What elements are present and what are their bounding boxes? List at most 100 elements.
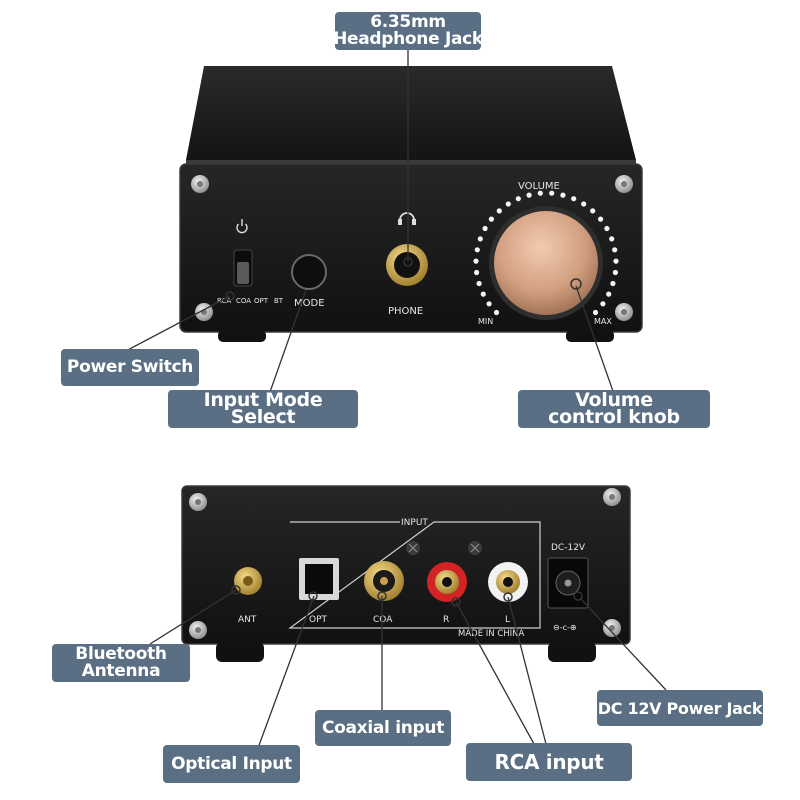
volume-led-dot	[590, 208, 596, 214]
callout-volume-knob: Volume control knob	[518, 390, 710, 428]
volume-led-dot	[496, 208, 502, 214]
volume-led-dot	[609, 236, 615, 242]
optical-port-hole	[305, 564, 333, 594]
front-foot-left	[218, 330, 266, 342]
callout-bluetooth-antenna: Bluetooth Antenna	[52, 644, 190, 682]
callout-coaxial-input: Coaxial input	[315, 710, 451, 746]
volume-led-dot	[581, 201, 587, 207]
volume-led-dot	[598, 216, 604, 222]
volume-led-dot	[604, 225, 610, 232]
callout-mode-line2: Select	[230, 406, 296, 428]
power-icon	[236, 219, 248, 234]
rca-left-hole	[503, 577, 513, 587]
mode-label: MODE	[294, 298, 325, 309]
volume-led-dot	[474, 247, 480, 253]
made-in-label: MADE IN CHINA	[458, 629, 525, 639]
rca-l-label: L	[505, 615, 510, 625]
volume-led-dot	[505, 201, 511, 207]
callout-volume-line1: Volume	[575, 389, 653, 411]
headphone-icon	[398, 212, 416, 225]
volume-max-label: MAX	[594, 317, 612, 326]
leader-antenna	[149, 589, 237, 645]
volume-led-ring	[473, 190, 619, 316]
input-frame-label: INPUT	[401, 518, 428, 528]
leader-dc	[579, 597, 667, 691]
rear-panel	[181, 485, 631, 645]
dc-label: DC-12V	[551, 543, 586, 553]
callout-rca-input: RCA input	[466, 743, 632, 781]
volume-led-dot	[474, 269, 480, 276]
volume-led-dot	[488, 216, 494, 222]
leader-optical	[257, 595, 315, 749]
callout-power-switch-text: Power Switch	[66, 357, 194, 377]
volume-led-dot	[592, 309, 599, 316]
callout-headphone-line1: 6.35mm	[370, 12, 446, 32]
rear-foot-left	[216, 642, 264, 662]
callout-optical-input: Optical Input	[163, 745, 300, 783]
volume-led-dot	[480, 291, 486, 297]
volume-led-dot	[477, 236, 483, 242]
screw	[603, 488, 621, 506]
coa-label: COA	[373, 615, 393, 625]
volume-knob[interactable]	[494, 211, 598, 315]
callout-headphone-line2: Headphone Jack	[333, 29, 483, 49]
rca-r-label: R	[443, 615, 449, 625]
callout-input-mode: Input Mode Select	[168, 390, 358, 428]
input-indicator-opt: OPT	[254, 297, 269, 305]
antenna-pin	[243, 576, 253, 586]
volume-min-label: MIN	[478, 317, 493, 326]
volume-led-dot	[515, 196, 521, 202]
rca-right-hole	[442, 577, 452, 587]
volume-led-dot	[486, 301, 492, 307]
callout-headphone-jack: 6.35mm Headphone Jack	[333, 12, 483, 50]
leader-lines	[123, 44, 667, 749]
volume-led-dot	[610, 280, 616, 287]
callout-antenna-line2: Antenna	[81, 661, 161, 681]
volume-led-dot	[606, 291, 612, 297]
ant-label: ANT	[238, 615, 257, 625]
input-indicator-bt: BT	[274, 297, 284, 305]
screw	[603, 619, 621, 637]
leader-rca-l	[507, 596, 547, 745]
leader-mode	[269, 289, 307, 393]
volume-led-dot	[549, 190, 555, 196]
input-indicator-rca: RCA	[217, 297, 231, 305]
callout-coaxial-text: Coaxial input	[321, 717, 445, 738]
screw	[189, 621, 207, 639]
headphone-jack-hole	[394, 252, 420, 278]
opt-label: OPT	[309, 615, 328, 625]
volume-led-dot	[537, 190, 543, 196]
callout-volume-line2: control knob	[548, 406, 680, 428]
leader-rca-r	[455, 601, 535, 745]
volume-led-dot	[613, 258, 619, 264]
callout-rca-text: RCA input	[494, 749, 604, 774]
volume-led-dot	[526, 192, 532, 198]
volume-led-dot	[600, 301, 606, 307]
screw	[615, 175, 633, 193]
callout-dc-text: DC 12V Power Jack	[597, 698, 763, 718]
callout-power-switch: Power Switch	[61, 349, 199, 386]
screw	[468, 541, 482, 555]
coaxial-jack-pin	[380, 577, 388, 585]
chassis-top	[186, 66, 636, 160]
screw	[191, 175, 209, 193]
volume-led-dot	[560, 192, 566, 198]
rear-unit: INPUT ANT OPT COA R L MADE IN CHINA DC-1…	[181, 485, 631, 662]
volume-led-dot	[571, 196, 577, 202]
leader-dots	[225, 257, 583, 607]
leader-power	[123, 295, 231, 353]
mode-button[interactable]	[291, 254, 327, 290]
leader-volume	[575, 285, 615, 395]
volume-led-dot	[612, 247, 618, 253]
power-switch-toggle[interactable]	[237, 262, 249, 284]
volume-led-dot	[476, 280, 482, 287]
volume-led-dot	[493, 309, 500, 316]
callout-optical-text: Optical Input	[171, 753, 292, 774]
volume-led-dot	[473, 258, 479, 264]
dc-power-jack-pin	[564, 579, 572, 587]
screw	[406, 541, 420, 555]
phone-label: PHONE	[388, 306, 423, 317]
screw	[615, 303, 633, 321]
front-unit: RCA COA OPT BT MODE PHONE VOLUME MIN MAX	[179, 66, 643, 342]
front-foot-right	[566, 330, 614, 342]
